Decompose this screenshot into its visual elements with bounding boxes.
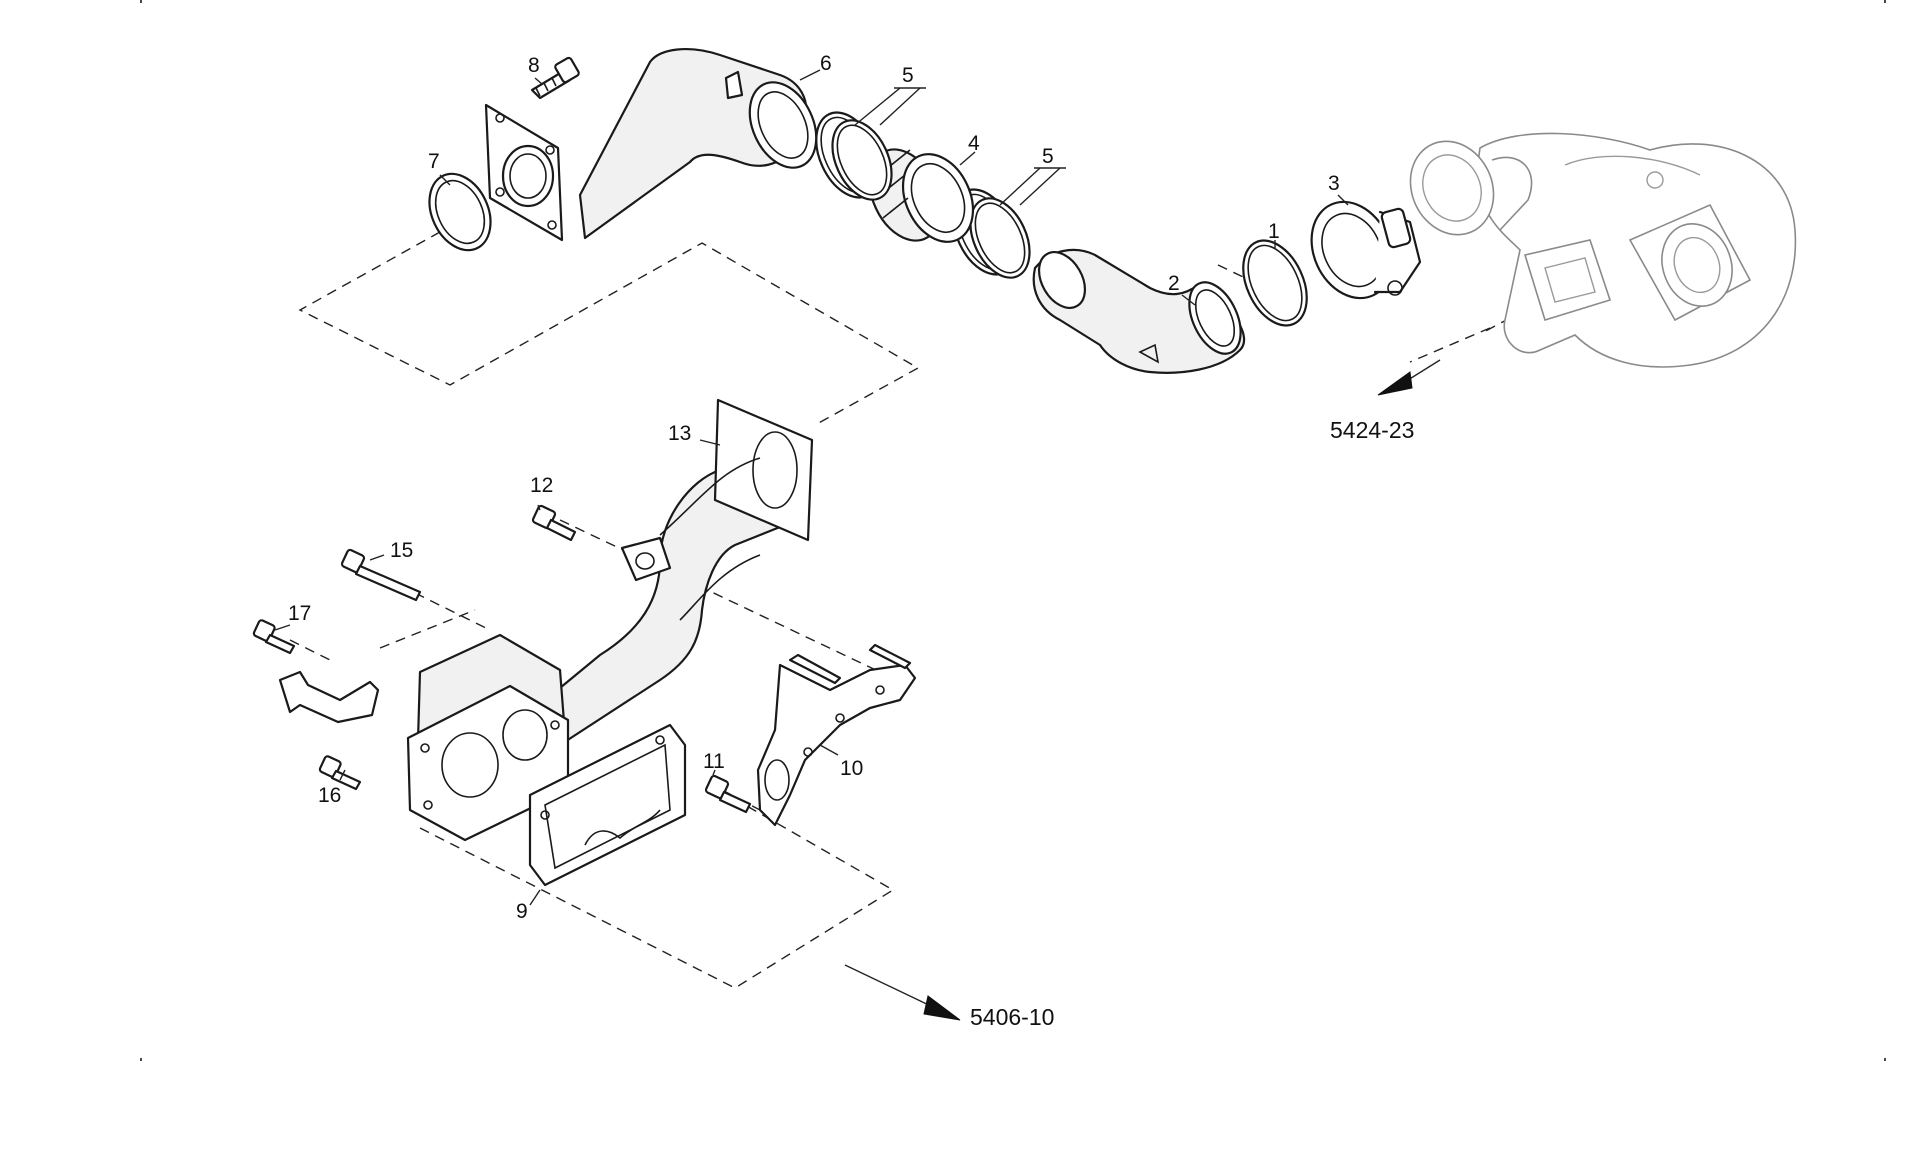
reference-labels: 5424-23 5406-10 [970, 417, 1414, 1030]
callout-4: 4 [968, 132, 980, 155]
callout-5a: 5 [902, 64, 914, 87]
callout-8: 8 [528, 54, 540, 77]
callout-10: 10 [840, 757, 863, 780]
callout-17: 17 [288, 602, 311, 625]
bolt-11 [704, 774, 752, 814]
manifold-reference-label: 5406-10 [970, 1004, 1054, 1030]
callout-12: 12 [530, 474, 553, 497]
callout-labels: 1 2 3 4 5 5 6 7 8 9 10 11 12 13 15 16 17 [288, 52, 1340, 923]
elbow-pipe [1032, 248, 1246, 374]
bolt-12 [531, 504, 577, 542]
seal-ring-1 [1242, 239, 1308, 327]
reference-arrows [844, 359, 1441, 1021]
arrow-to-turbo-ref [1377, 371, 1413, 396]
corner-marks [140, 0, 1886, 1061]
gasket-plate-9 [528, 723, 687, 887]
assembly-dashed-lines [289, 231, 1511, 989]
callout-7: 7 [428, 150, 440, 173]
v-band-clamp [1310, 200, 1422, 300]
callout-leader-lines [274, 69, 1349, 906]
callout-3: 3 [1328, 172, 1340, 195]
bolt-16 [318, 755, 362, 791]
callout-9: 9 [516, 900, 528, 923]
bolt-17 [252, 619, 296, 655]
bolt-15 [340, 548, 422, 602]
callout-13: 13 [668, 422, 691, 445]
arrow-to-manifold-ref [923, 995, 961, 1021]
turbo-reference-label: 5424-23 [1330, 417, 1414, 443]
seal-rings-5-left [815, 111, 893, 201]
gasket-ring-7 [428, 172, 492, 252]
small-bracket [278, 670, 380, 724]
turbocharger-outline [1409, 132, 1797, 368]
callout-16: 16 [318, 784, 341, 807]
callout-11: 11 [703, 750, 725, 773]
callout-15: 15 [390, 539, 413, 562]
support-bracket-10 [756, 643, 917, 827]
lower-bent-pipe [406, 398, 814, 842]
callout-2: 2 [1168, 272, 1180, 295]
callout-6: 6 [820, 52, 832, 75]
callout-1: 1 [1268, 220, 1280, 243]
bolt-8 [530, 56, 580, 100]
upper-flanged-pipe [484, 48, 818, 242]
callout-5b: 5 [1042, 145, 1054, 168]
